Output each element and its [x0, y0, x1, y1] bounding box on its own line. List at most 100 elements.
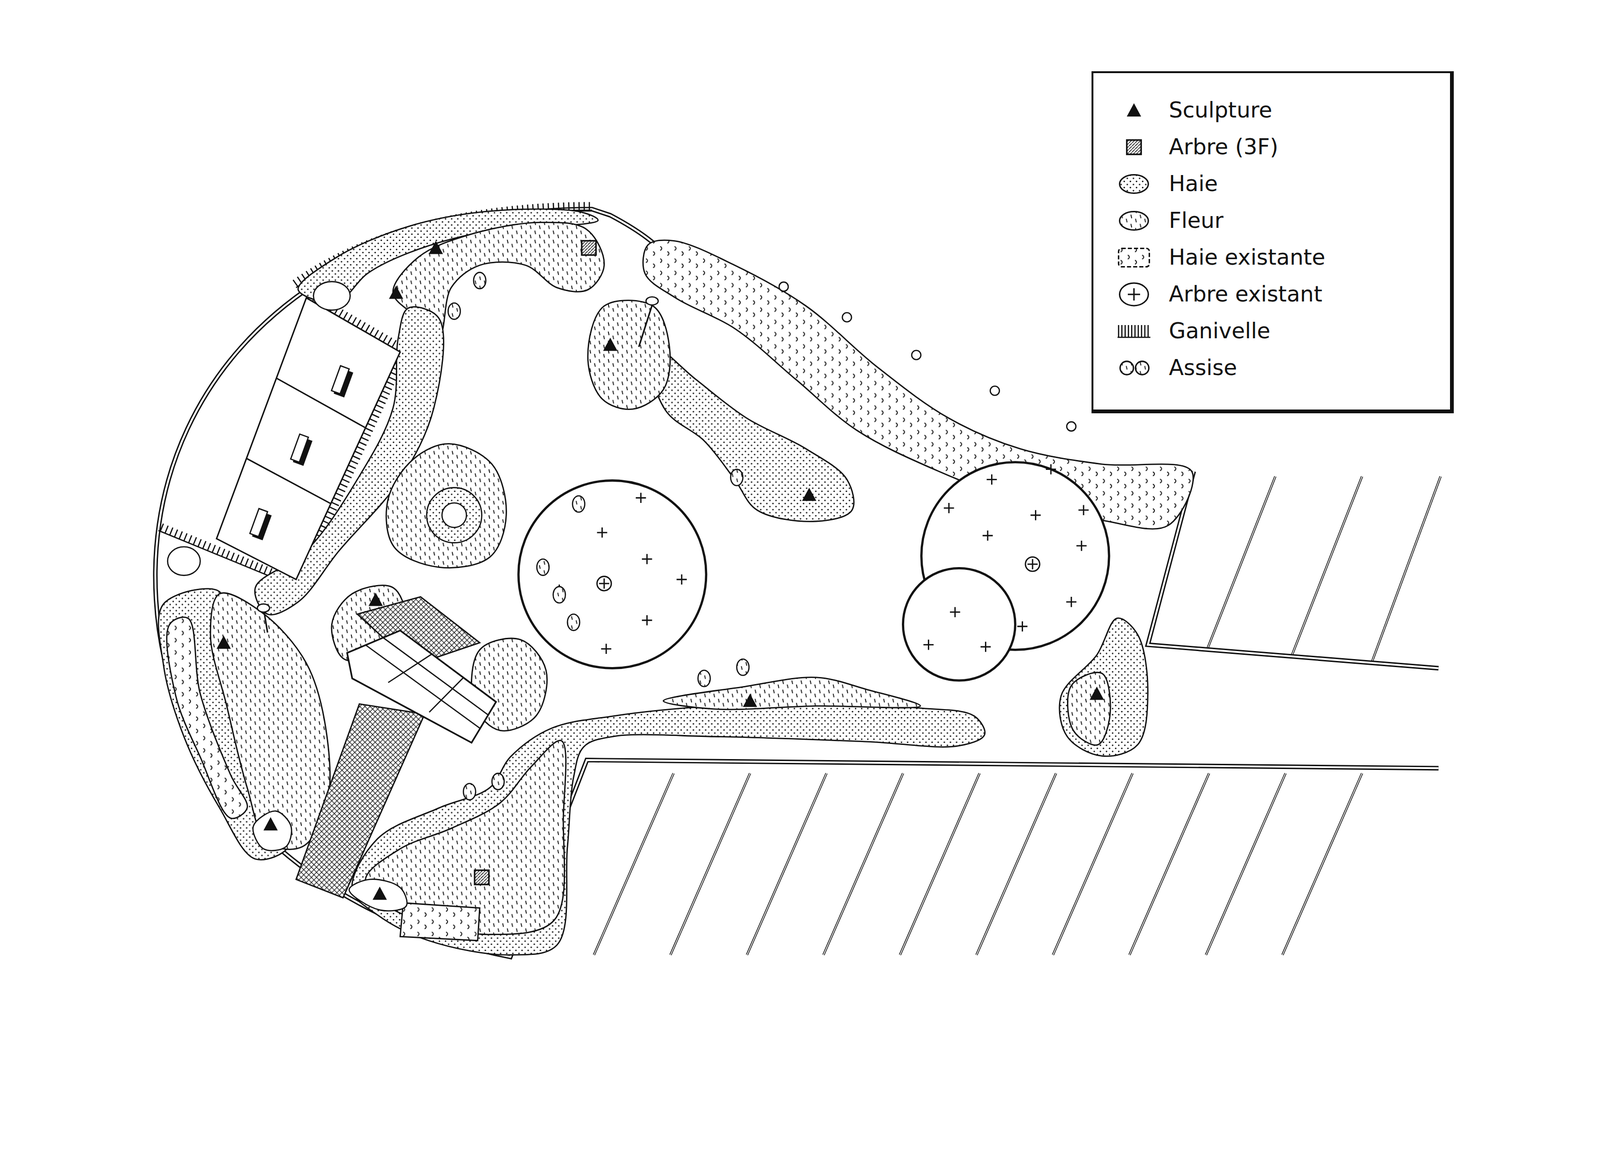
parking-lines	[1291, 476, 1362, 657]
ganivelle-fence	[382, 391, 391, 395]
ganivelle-fence	[226, 550, 230, 559]
ganivelle-fence	[179, 531, 183, 540]
hedge-bed	[643, 338, 854, 522]
sculpture-symbol	[603, 337, 618, 351]
ganivelle-fence	[578, 201, 580, 210]
tree-mark	[1045, 464, 1057, 475]
seat	[1066, 421, 1076, 431]
tree-mark	[1017, 621, 1028, 632]
legend-symbol-part	[1127, 288, 1141, 301]
sculpture-symbol	[263, 816, 278, 831]
ganivelle-fence	[378, 332, 384, 340]
ganivelle-fence	[193, 537, 197, 545]
site-boundary	[1147, 471, 1439, 668]
ganivelle-fence	[337, 488, 346, 492]
sculpture-symbol	[216, 635, 231, 649]
tree-3f-symbol	[474, 870, 489, 885]
legend-box: SculptureArbre (3F)HaieFleurHaie existan…	[1091, 71, 1454, 414]
existing-trees	[518, 462, 1109, 681]
legend-label: Ganivelle	[1168, 317, 1271, 344]
ganivelle-fence	[329, 506, 337, 510]
tree-canopy	[902, 567, 1016, 681]
ganivelle-fence	[331, 502, 340, 506]
legend-symbol-part	[1119, 174, 1149, 193]
parking-lines	[1129, 773, 1209, 955]
parking-lines	[1129, 773, 1209, 955]
parking-lines	[823, 773, 904, 955]
ganivelle-fence	[235, 554, 240, 563]
hedge-bed	[426, 487, 483, 543]
ganivelle-fence	[388, 376, 397, 381]
ganivelle-fence	[358, 441, 367, 446]
seat	[491, 773, 505, 790]
ganivelle-fence	[343, 312, 348, 320]
hedge-bed	[351, 703, 985, 955]
parking-lines	[747, 773, 827, 955]
ganivelle-fence	[250, 560, 254, 568]
ganivelle-fence	[361, 437, 369, 441]
parking-lines	[1052, 773, 1133, 955]
boardwalk	[296, 703, 425, 898]
ganivelle-fence	[212, 544, 216, 553]
seat	[473, 272, 486, 289]
deck	[383, 637, 489, 716]
legend-symbol-part	[1118, 248, 1150, 267]
existing-tree-symbol	[1027, 558, 1038, 570]
parking-lines	[1207, 476, 1276, 650]
ganivelle-fence	[369, 327, 375, 335]
pedestals-and-deck	[216, 297, 497, 898]
ganivelle-fence	[588, 201, 591, 210]
legend-row: Sculpture	[1110, 91, 1436, 129]
seat	[448, 302, 461, 320]
lamp	[645, 296, 659, 305]
legend-symbol	[1110, 241, 1158, 275]
legend-symbol-part	[1119, 211, 1149, 230]
ganivelle-fence	[386, 381, 395, 385]
flower-bed	[587, 300, 670, 410]
tree-mark	[1030, 509, 1042, 521]
legend-row: Ganivelle	[1110, 312, 1436, 350]
parking-lines	[747, 773, 827, 955]
lamp	[257, 603, 270, 612]
tree-canopy	[518, 480, 707, 669]
seat	[779, 282, 789, 292]
legend-symbol-part	[1126, 103, 1142, 117]
ganivelle-fence	[383, 334, 388, 342]
seat	[911, 350, 921, 360]
tree-3f-symbol	[581, 240, 596, 255]
parking-lines	[1282, 773, 1363, 955]
ganivelle-fence	[160, 523, 164, 532]
parking-lines	[1052, 773, 1133, 955]
ganivelle-fence	[365, 427, 374, 432]
parking-lines	[670, 773, 750, 955]
planting-beds	[158, 208, 1194, 955]
tree-mark	[676, 574, 687, 585]
legend-symbol	[1110, 314, 1158, 348]
parking-lines	[593, 773, 674, 955]
parking-lines	[670, 773, 750, 955]
ganivelle-fence	[216, 546, 221, 555]
legend-symbol-part	[1120, 361, 1134, 375]
tree-mark	[982, 530, 993, 541]
ganivelle-fence	[367, 423, 375, 427]
ganivelle-fence	[327, 511, 335, 515]
parking-lines	[1282, 773, 1363, 955]
tree-mark	[635, 492, 647, 503]
pedestal-sculpture	[331, 365, 350, 394]
ganivelle-fence	[374, 409, 382, 413]
parking-lines	[1206, 773, 1286, 955]
parking-lines	[976, 773, 1057, 955]
parking-lines	[1372, 476, 1441, 661]
parking-lines	[1291, 476, 1362, 657]
existing-hedge	[400, 902, 480, 941]
ganivelle-fence	[292, 279, 298, 287]
legend-label: Fleur	[1168, 207, 1224, 234]
deck	[365, 644, 481, 729]
ganivelle-fence	[339, 309, 344, 317]
seat	[572, 495, 585, 513]
existing-tree-symbol	[597, 576, 612, 591]
existing-tree-symbol	[1025, 557, 1040, 572]
ganivelle-fence	[375, 404, 384, 409]
ganivelle-fence	[354, 450, 363, 455]
legend-label: Arbre (3F)	[1168, 133, 1279, 160]
